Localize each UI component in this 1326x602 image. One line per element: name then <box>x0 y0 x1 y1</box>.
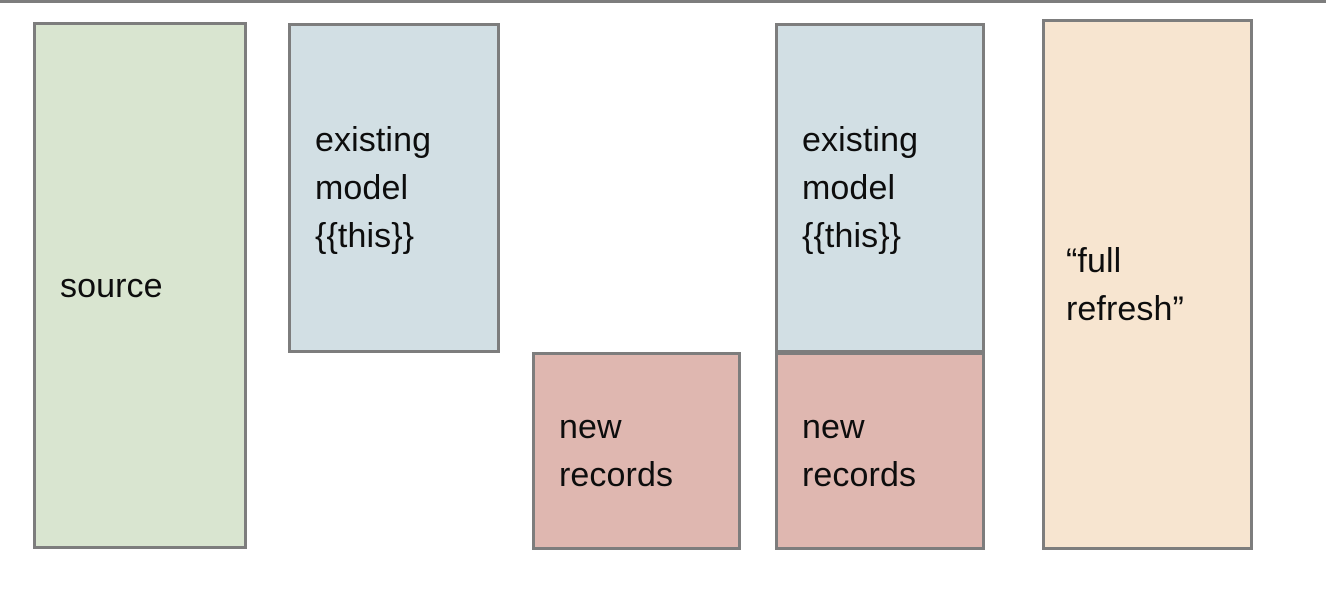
box-new-records-2[interactable]: new records <box>775 352 985 550</box>
box-existing-model-1[interactable]: existing model {{this}} <box>288 23 500 353</box>
box-new-records-2-label: new records <box>802 408 917 494</box>
box-existing-model-1-label: existing model {{this}} <box>315 121 432 255</box>
box-source[interactable]: source <box>33 22 247 549</box>
box-full-refresh-label: “full refresh” <box>1066 241 1184 328</box>
box-existing-model-2[interactable]: existing model {{this}} <box>775 23 985 353</box>
box-new-records-1-label: new records <box>559 408 674 494</box>
box-full-refresh[interactable]: “full refresh” <box>1042 19 1253 550</box>
box-new-records-1[interactable]: new records <box>532 352 741 550</box>
box-source-label: source <box>60 266 163 305</box>
box-existing-model-2-label: existing model {{this}} <box>802 121 919 255</box>
horizontal-baseline <box>0 0 1326 3</box>
